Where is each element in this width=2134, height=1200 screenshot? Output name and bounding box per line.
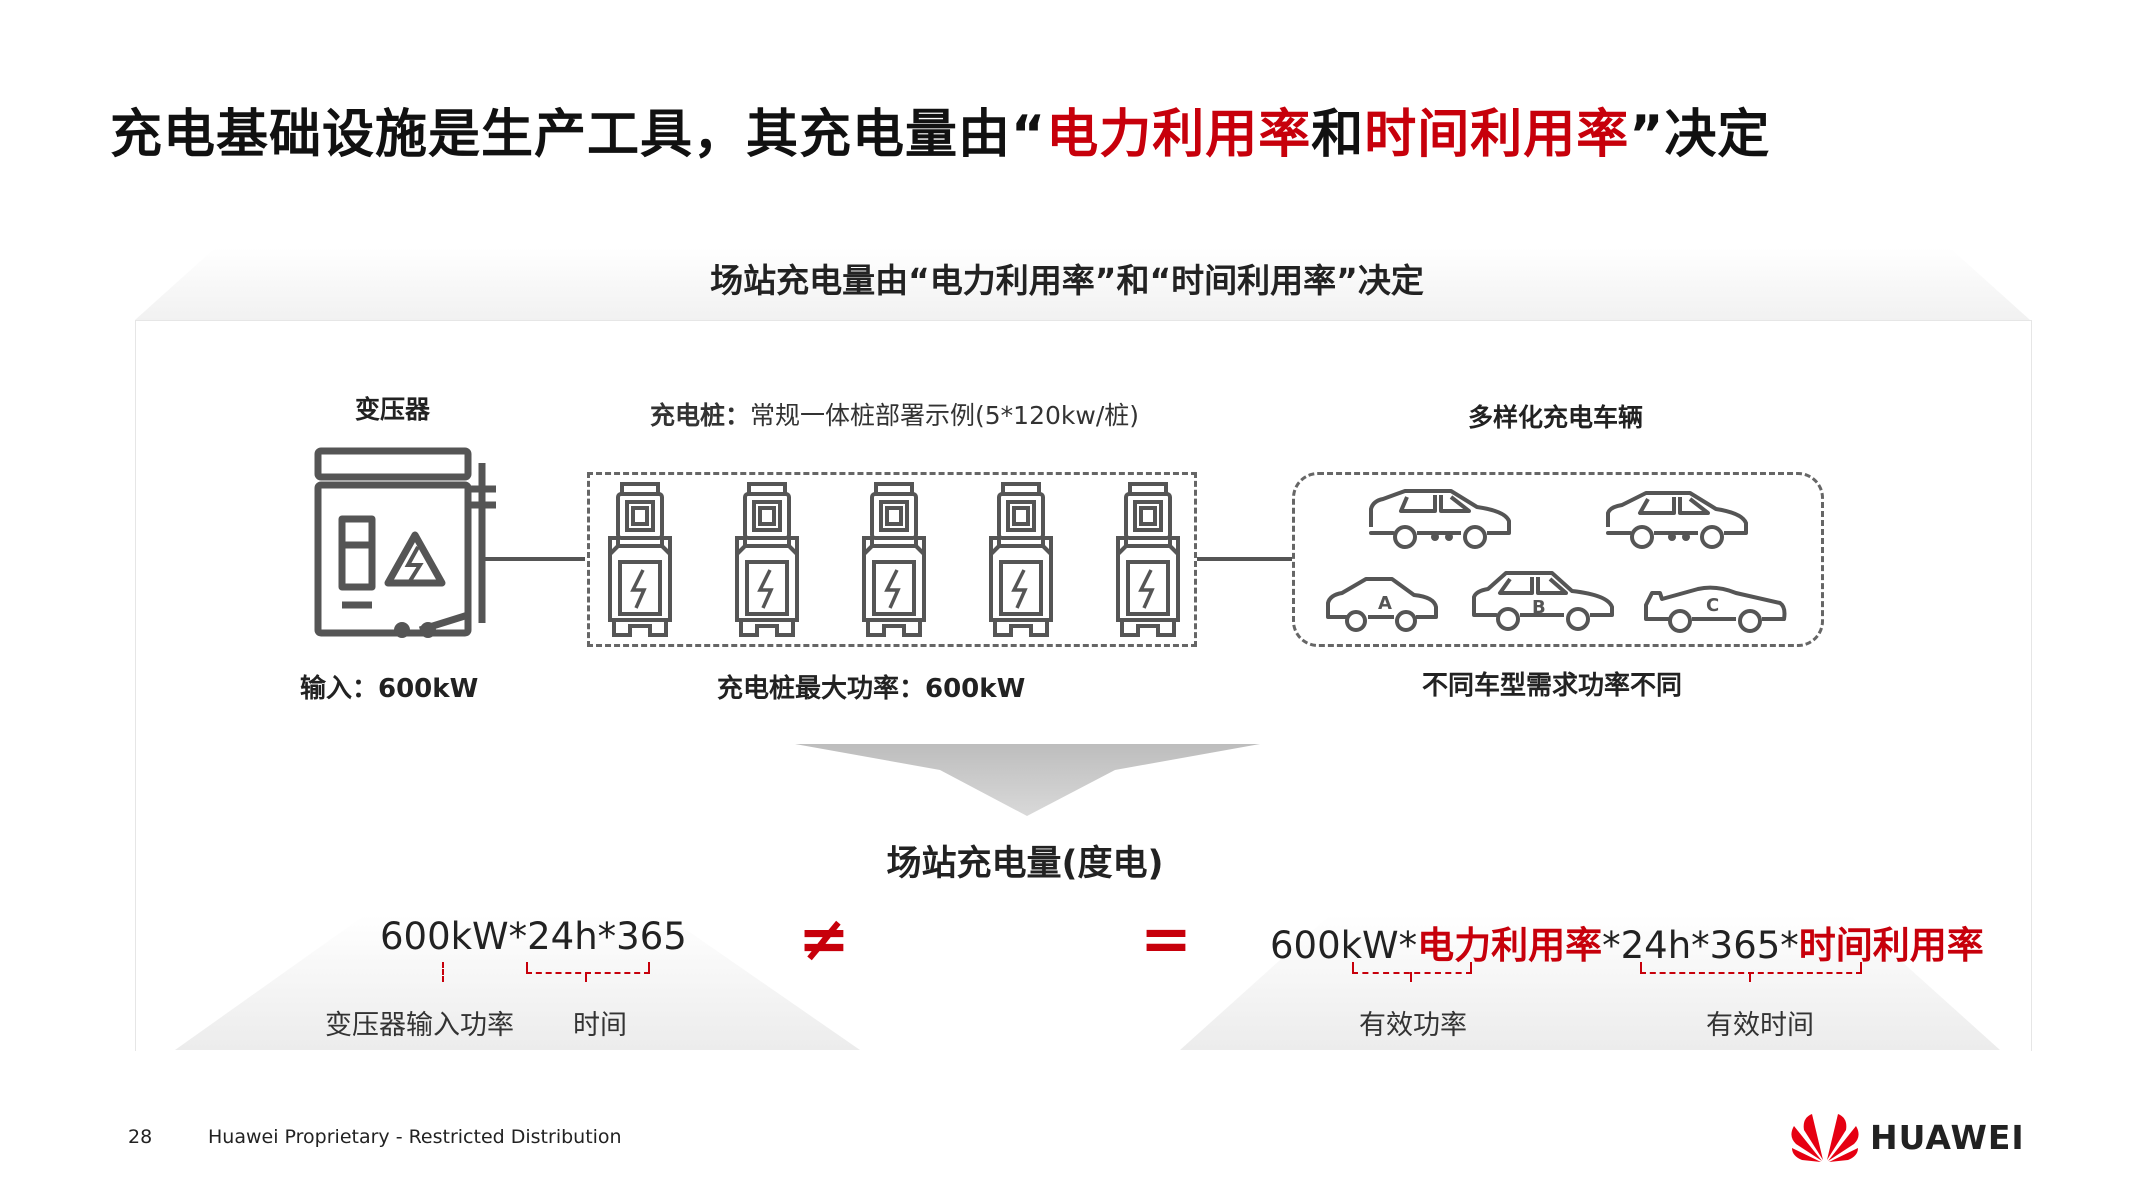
chargers-label-bold: 充电桩：: [650, 401, 751, 430]
vehicles-label: 多样化充电车辆: [1468, 403, 1644, 432]
hatchback-icon: B: [1472, 571, 1614, 631]
left-sub-time: 时间: [573, 1010, 627, 1041]
right-formula-time: *24h*365*: [1602, 924, 1799, 967]
charger-icon: [608, 482, 672, 637]
right-bracket-power: [1352, 962, 1472, 974]
charger-icon: [989, 482, 1053, 637]
right-formula-power-util: 电力利用率: [1417, 924, 1603, 967]
sedan-icon: [1369, 489, 1511, 549]
right-formula-power: 600kW*: [1270, 924, 1418, 967]
panel-title: 场站充电量由“电力利用率”和“时间利用率”决定: [710, 261, 1424, 300]
right-bracket-time-tick: [1749, 972, 1751, 982]
chargers-label: 充电桩：常规一体桩部署示例(5*120kw/桩): [650, 396, 1139, 432]
transformer-label: 变压器: [355, 395, 431, 424]
charger-icon: [735, 482, 799, 637]
title-highlight-time: 时间利用率: [1364, 105, 1630, 165]
right-formula-base: [1180, 915, 2000, 1050]
sedan-icon: [1606, 491, 1748, 549]
title-part1: 充电基础设施是生产工具，其充电量由“: [110, 105, 1047, 165]
chargers-label-detail: 常规一体桩部署示例(5*120kw/桩): [750, 401, 1139, 430]
footer-text: Huawei Proprietary - Restricted Distribu…: [208, 1126, 622, 1148]
not-equal-sign: ≠: [798, 902, 850, 975]
right-bracket-power-tick: [1410, 972, 1412, 982]
right-bracket-time: [1640, 962, 1862, 974]
left-bracket-time: [526, 962, 650, 974]
vehicles-note: 不同车型需求功率不同: [1422, 671, 1683, 701]
title-conjunction: 和: [1311, 105, 1365, 165]
car-letter-b: B: [1532, 597, 1546, 618]
title-highlight-power: 电力利用率: [1046, 105, 1312, 165]
left-formula: 600kW*24h*365: [380, 915, 687, 958]
panel-header-bevel: [135, 248, 2030, 320]
left-bracket-time-tick: [585, 972, 587, 982]
huawei-logo-icon: [1791, 1114, 1859, 1162]
right-formula-time-util: 时间利用率: [1798, 924, 1984, 967]
connector-line-left: [485, 557, 585, 561]
page-number: 28: [128, 1126, 153, 1148]
charger-icon: [862, 482, 926, 637]
car-letter-a: A: [1378, 593, 1392, 614]
chargers-group: [587, 472, 1197, 647]
left-sub-power: 变压器输入功率: [325, 1010, 514, 1041]
transformer-input-label: 输入：600kW: [300, 674, 479, 704]
equal-sign: =: [1140, 902, 1192, 975]
title-part2: ”决定: [1629, 105, 1771, 165]
charger-icon: [1116, 482, 1180, 637]
station-charge-label: 场站充电量(度电): [886, 844, 1164, 884]
right-formula: 600kW*电力利用率*24h*365*时间利用率: [1270, 915, 1984, 969]
vehicles-group: [1292, 472, 1824, 647]
right-sub-power: 有效功率: [1359, 1010, 1467, 1041]
connector-line-right: [1197, 557, 1292, 561]
transformer-icon: [314, 447, 496, 638]
huawei-wordmark: HUAWEI: [1870, 1118, 2025, 1157]
arrow-down-icon: [795, 744, 1260, 816]
compact-car-icon: A: [1326, 577, 1438, 632]
chargers-max-power: 充电桩最大功率：600kW: [717, 674, 1026, 704]
right-sub-time: 有效时间: [1706, 1010, 1814, 1041]
left-bracket-power: [442, 962, 444, 982]
car-letter-c: C: [1706, 595, 1719, 616]
sports-car-icon: C: [1644, 585, 1787, 633]
slide-title: 充电基础设施是生产工具，其充电量由“电力利用率和时间利用率”决定: [110, 92, 1770, 167]
